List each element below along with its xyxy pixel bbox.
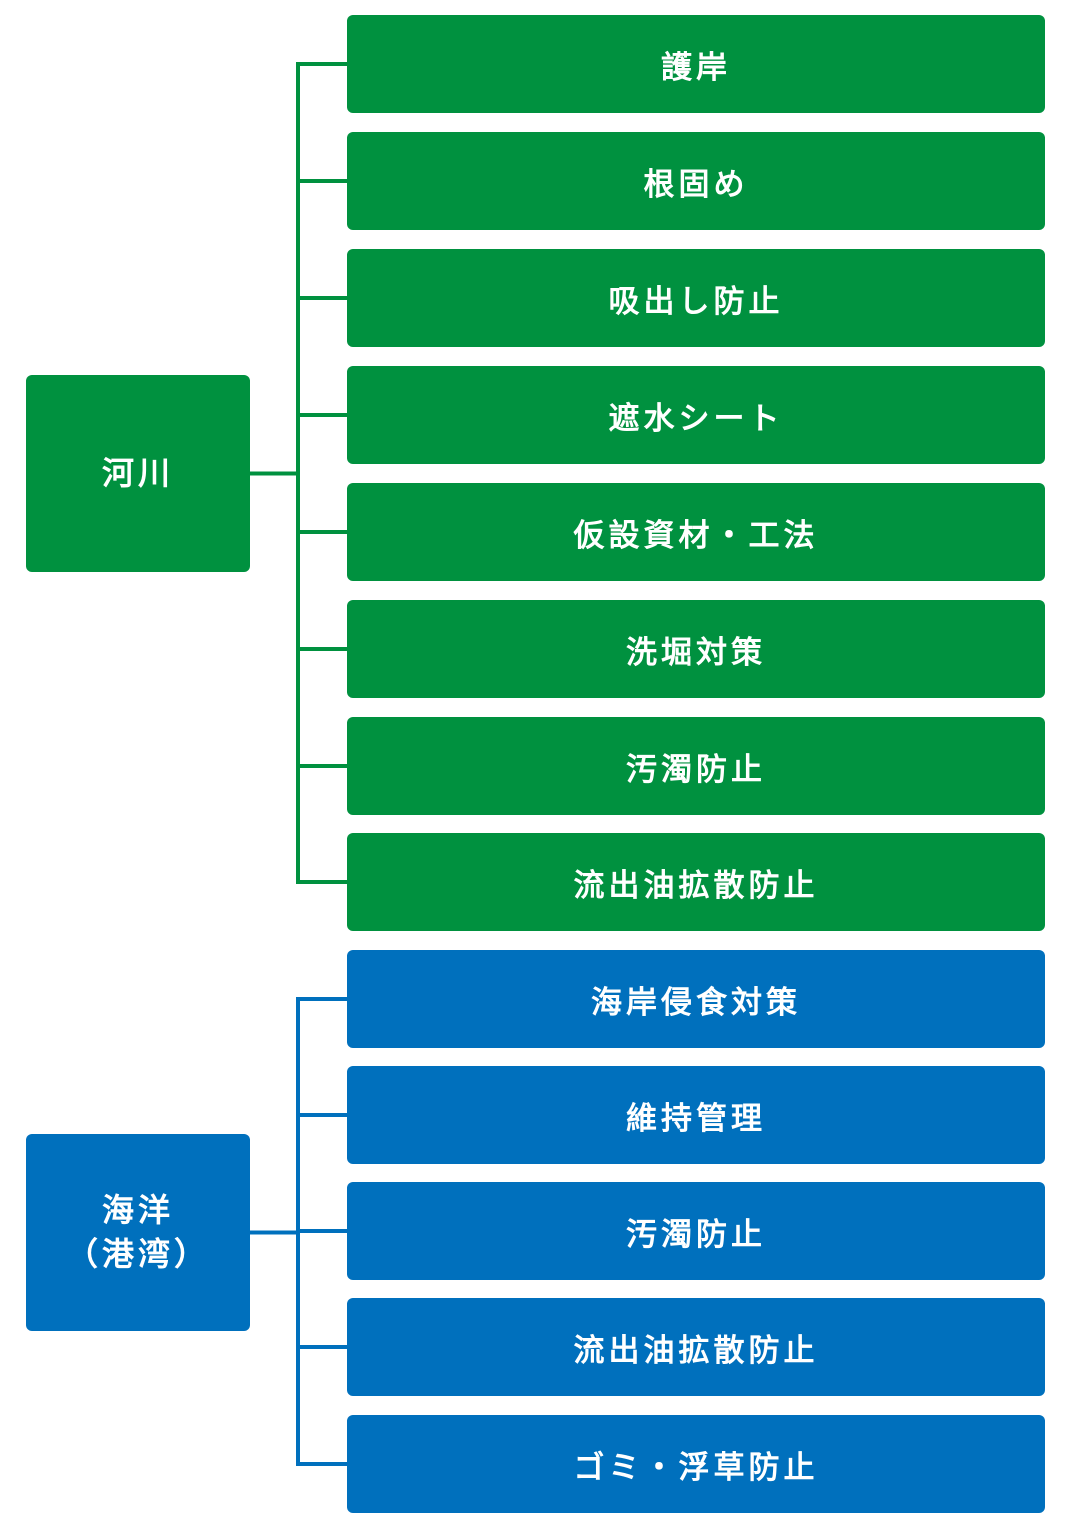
ocean-item-coastal-erosion: 海岸侵食対策 [347, 950, 1045, 1048]
category-river: 河川 [26, 375, 250, 572]
category-ocean: 海洋 （港湾） [26, 1134, 250, 1331]
ocean-item-label: 維持管理 [626, 1100, 766, 1137]
ocean-item-label: 流出油拡散防止 [573, 1332, 819, 1369]
river-item-label: 洗堀対策 [626, 634, 766, 671]
river-item-waterproof-sheet: 遮水シート [347, 366, 1045, 464]
category-river-label: 河川 [101, 453, 174, 492]
river-item-label: 汚濁防止 [626, 751, 766, 788]
river-item-label: 吸出し防止 [608, 283, 784, 320]
river-item-label: 遮水シート [608, 400, 784, 437]
river-item-label: 護岸 [661, 49, 731, 86]
river-connector-lines [250, 62, 347, 884]
river-item-suction-prevention: 吸出し防止 [347, 249, 1045, 347]
river-item-oil-spill-prevention: 流出油拡散防止 [347, 833, 1045, 931]
river-item-scour-countermeasure: 洗堀対策 [347, 600, 1045, 698]
ocean-item-oil-spill-prevention: 流出油拡散防止 [347, 1298, 1045, 1396]
ocean-item-turbidity-prevention: 汚濁防止 [347, 1182, 1045, 1280]
river-item-label: 根固め [643, 166, 749, 203]
river-item-foot-protection: 根固め [347, 132, 1045, 230]
category-ocean-label: 海洋 （港湾） [65, 1191, 210, 1273]
river-item-label: 流出油拡散防止 [573, 867, 819, 904]
river-item-revetment: 護岸 [347, 15, 1045, 113]
ocean-connector-lines [250, 997, 347, 1466]
ocean-item-label: ゴミ・浮草防止 [573, 1449, 819, 1486]
river-item-turbidity-prevention: 汚濁防止 [347, 717, 1045, 815]
river-item-label: 仮設資材・工法 [573, 517, 819, 554]
ocean-item-maintenance: 維持管理 [347, 1066, 1045, 1164]
ocean-item-label: 海岸侵食対策 [591, 984, 801, 1021]
ocean-item-debris-prevention: ゴミ・浮草防止 [347, 1415, 1045, 1513]
ocean-item-label: 汚濁防止 [626, 1216, 766, 1253]
river-item-temporary-materials: 仮設資材・工法 [347, 483, 1045, 581]
